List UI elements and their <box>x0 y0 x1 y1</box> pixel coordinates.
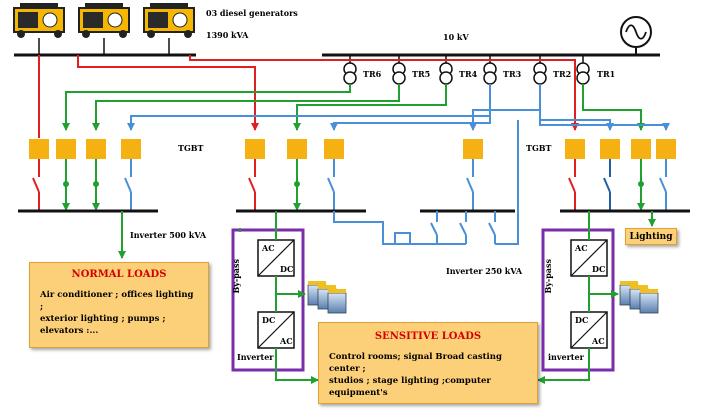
rectifier-left-ac: AC <box>261 243 275 253</box>
breaker-l2 <box>56 139 76 159</box>
transformer-tr6-label: TR6 <box>363 69 382 79</box>
battery-left-icon <box>307 281 347 314</box>
center-switches <box>430 211 496 244</box>
bypass-right-label: By-pass <box>543 259 553 294</box>
generator-1-icon <box>13 3 65 38</box>
inverter-right-dc: DC <box>575 315 588 325</box>
transformer-tr1-icon: TR1 <box>576 55 615 85</box>
inverter-left-label: Inverter <box>237 352 274 362</box>
sensitive-loads-line-2: studios ; stage lighting ;computer equip… <box>329 376 491 398</box>
battery-right-icon <box>619 281 659 314</box>
breaker-c1 <box>463 139 483 159</box>
generator-feeder-lines <box>38 55 579 138</box>
tgbt-right-label: TGBT <box>526 143 552 153</box>
breaker-l4 <box>121 139 141 159</box>
inverter-right-label: inverter <box>548 352 585 362</box>
breaker-r3 <box>631 139 651 159</box>
breaker-r4 <box>656 139 676 159</box>
inverter-left-ac: AC <box>279 336 293 346</box>
breaker-m3 <box>324 139 344 159</box>
transformer-tr4-label: TR4 <box>459 69 478 79</box>
transformer-tr1-label: TR1 <box>597 69 615 79</box>
transformer-tr4-icon: TR4 <box>439 55 478 85</box>
breaker-m1 <box>245 139 265 159</box>
ac-source-icon <box>620 16 652 48</box>
transformer-tr5-label: TR5 <box>412 69 430 79</box>
junction-dots <box>63 181 644 187</box>
inverter-right-ac: AC <box>591 336 605 346</box>
blue-interconnect <box>333 120 519 245</box>
breaker-r2 <box>600 139 620 159</box>
transformer-tr5-icon: TR5 <box>392 55 430 85</box>
lighting-box: Lighting <box>625 228 677 245</box>
transformer-tr2-label: TR2 <box>553 69 571 79</box>
sensitive-loads-title: SENSITIVE LOADS <box>374 331 482 342</box>
normal-loads-line-2: exterior lighting ; pumps ; <box>40 314 166 324</box>
rectifier-right-dc: DC <box>592 264 605 274</box>
inverter-left-stage: DC AC <box>257 311 295 349</box>
normal-loads-box: NORMAL LOADS Air conditioner ; offices l… <box>29 262 209 348</box>
green-feeder-lines <box>62 84 645 131</box>
sensitive-loads-box: SENSITIVE LOADS Control rooms; signal Br… <box>318 322 538 404</box>
generators-label: 03 diesel generators <box>206 8 298 18</box>
transformer-tr3-label: TR3 <box>503 69 522 79</box>
breaker-m2 <box>287 139 307 159</box>
breakers <box>29 139 676 159</box>
breaker-l1 <box>29 139 49 159</box>
inverter-left-dc: DC <box>262 315 275 325</box>
transformer-tr2-icon: TR2 <box>533 55 571 85</box>
rectifier-right-ac: AC <box>574 243 588 253</box>
bypass-left-label: By-pass <box>231 259 241 294</box>
tgbt-left-label: TGBT <box>178 143 204 153</box>
inverter-left-rating: Inverter 500 kVA <box>130 230 207 240</box>
blue-feeder-lines <box>127 84 670 131</box>
inverter-right-stage: DC AC <box>570 311 608 349</box>
normal-loads-line-1: Air conditioner ; offices lighting ; <box>40 290 194 312</box>
breaker-l3 <box>86 139 106 159</box>
rectifier-right: AC DC <box>570 239 608 277</box>
switch-feeders <box>32 159 667 211</box>
normal-loads-line-3: elevators :... <box>40 326 99 336</box>
generators-power-label: 1390 kVA <box>206 30 249 40</box>
generator-2-icon <box>78 3 130 38</box>
grid-voltage-label: 10 kV <box>443 32 469 42</box>
generator-3-icon <box>143 3 195 38</box>
left-output-feeder <box>275 348 319 384</box>
normal-loads-title: NORMAL LOADS <box>71 269 167 280</box>
lighting-label: Lighting <box>629 232 673 242</box>
sensitive-loads-line-1: Control rooms; signal Broad casting cent… <box>329 352 502 374</box>
rectifier-left: AC DC <box>257 239 295 277</box>
right-output-feeder <box>537 348 590 384</box>
rectifier-left-dc: DC <box>280 264 293 274</box>
inverter-right-rating: Inverter 250 kVA <box>446 266 523 276</box>
breaker-r1 <box>565 139 585 159</box>
